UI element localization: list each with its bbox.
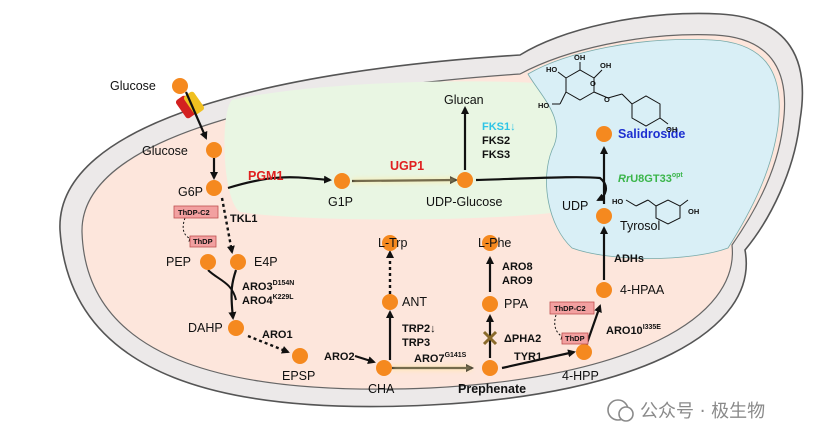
label-ltrp: L-Trp: [378, 236, 407, 250]
enzyme-adhs: ADHs: [614, 253, 644, 265]
enzyme-aro1: ARO1: [262, 329, 293, 341]
label-ant: ANT: [402, 295, 427, 309]
node-hpaa: [596, 282, 612, 298]
label-glucan: Glucan: [444, 93, 484, 107]
node-salidroside: [596, 126, 612, 142]
enzyme-pgm1: PGM1: [248, 169, 283, 183]
tyrosol-structure: [625, 199, 689, 225]
watermark-text: 公众号 · 极生物: [640, 401, 765, 422]
label-glucose-out: Glucose: [110, 79, 156, 93]
cell-shell: [59, 12, 804, 408]
node-prephenate: [482, 360, 498, 376]
enzyme-aro4: ARO4K229L: [242, 294, 294, 307]
svg-text:OH: OH: [600, 61, 611, 70]
svg-text:O: O: [590, 79, 596, 88]
enzyme-labels: PGM1 UGP1 FKS1↓ FKS2 FKS3 TKL1 ARO3D154N…: [230, 121, 683, 365]
label-lphe: L-Phe: [478, 236, 511, 250]
label-hpaa: 4-HPAA: [620, 283, 665, 297]
node-cha: [376, 360, 392, 376]
node-glucose-out: [172, 78, 188, 94]
salidroside-structure: [552, 62, 669, 127]
enzyme-tyr1: TYR1: [514, 351, 542, 363]
enzyme-aro3: ARO3D154N: [242, 280, 294, 293]
label-udp: UDP: [562, 199, 588, 213]
thdp-a: ThDP: [193, 237, 213, 246]
svg-text:OH: OH: [574, 53, 585, 62]
pha2-block-cross: [482, 330, 498, 346]
glucan-region: [224, 81, 579, 220]
label-glucose-in: Glucose: [142, 144, 188, 158]
enzyme-aro8: ARO8: [502, 261, 533, 273]
label-udp-glucose: UDP-Glucose: [426, 195, 502, 209]
enzyme-pha2: ΔPHA2: [504, 333, 541, 345]
node-lphe: [482, 235, 498, 251]
enzyme-fks1: FKS1↓: [482, 121, 516, 133]
node-ltrp: [382, 235, 398, 251]
thdp-c2-a: ThDP-C2: [178, 208, 210, 217]
enzyme-tkl1: TKL1: [230, 213, 258, 225]
thdp-b: ThDP: [565, 334, 585, 343]
watermark: 公众号 · 极生物: [607, 399, 765, 422]
node-dahp: [228, 320, 244, 336]
svg-text:O: O: [604, 95, 610, 104]
label-prephenate: Prephenate: [458, 382, 526, 396]
node-pep: [200, 254, 216, 270]
enzyme-trp3: TRP3: [402, 337, 430, 349]
enzyme-fks3: FKS3: [482, 149, 510, 161]
dashed-arrows: [220, 197, 394, 354]
node-epsp: [292, 348, 308, 364]
label-epsp: EPSP: [282, 369, 315, 383]
enzyme-aro10: ARO10I335E: [606, 324, 661, 337]
tyrosol-ho: HO: [612, 197, 623, 206]
label-g1p: G1P: [328, 195, 353, 209]
node-ppa: [482, 296, 498, 312]
label-g6p: G6P: [178, 185, 203, 199]
metabolite-labels: Glucose Glucose G6P PEP E4P DAHP EPSP CH…: [110, 79, 685, 396]
enzyme-aro2: ARO2: [324, 351, 355, 363]
label-hpp: 4-HPP: [562, 369, 599, 383]
svg-text:HO: HO: [538, 101, 549, 110]
label-salidroside: Salidroside: [618, 127, 685, 141]
enzyme-aro7: ARO7G141S: [414, 352, 467, 365]
enzyme-trp2: TRP2↓: [402, 323, 436, 335]
node-tyrosol: [596, 208, 612, 224]
node-udp-glucose: [457, 172, 473, 188]
node-g6p: [206, 180, 222, 196]
svg-text:OH: OH: [666, 125, 677, 134]
label-e4p: E4P: [254, 255, 278, 269]
node-ant: [382, 294, 398, 310]
node-g1p: [334, 173, 350, 189]
tyrosol-oh: OH: [688, 207, 699, 216]
enzyme-aro9: ARO9: [502, 275, 533, 287]
label-tyrosol: Tyrosol: [620, 219, 660, 233]
label-cha: CHA: [368, 382, 395, 396]
salidroside-structure-labels: OH HO OH HO O O OH: [538, 53, 677, 134]
metabolite-nodes: [172, 78, 612, 376]
enzyme-rr-ugt: RrU8GT33opt: [618, 172, 683, 185]
node-hpp: [576, 344, 592, 360]
cofactor-boxes: ThDP-C2 ThDP ThDP-C2 ThDP: [173, 205, 595, 345]
enzyme-fks2: FKS2: [482, 135, 510, 147]
node-e4p: [230, 254, 246, 270]
node-glucose-in: [206, 142, 222, 158]
label-ppa: PPA: [504, 297, 529, 311]
label-dahp: DAHP: [188, 321, 223, 335]
thdp-c2-b: ThDP-C2: [554, 304, 586, 313]
svg-text:HO: HO: [546, 65, 557, 74]
label-pep: PEP: [166, 255, 191, 269]
enzyme-ugp1: UGP1: [390, 159, 424, 173]
